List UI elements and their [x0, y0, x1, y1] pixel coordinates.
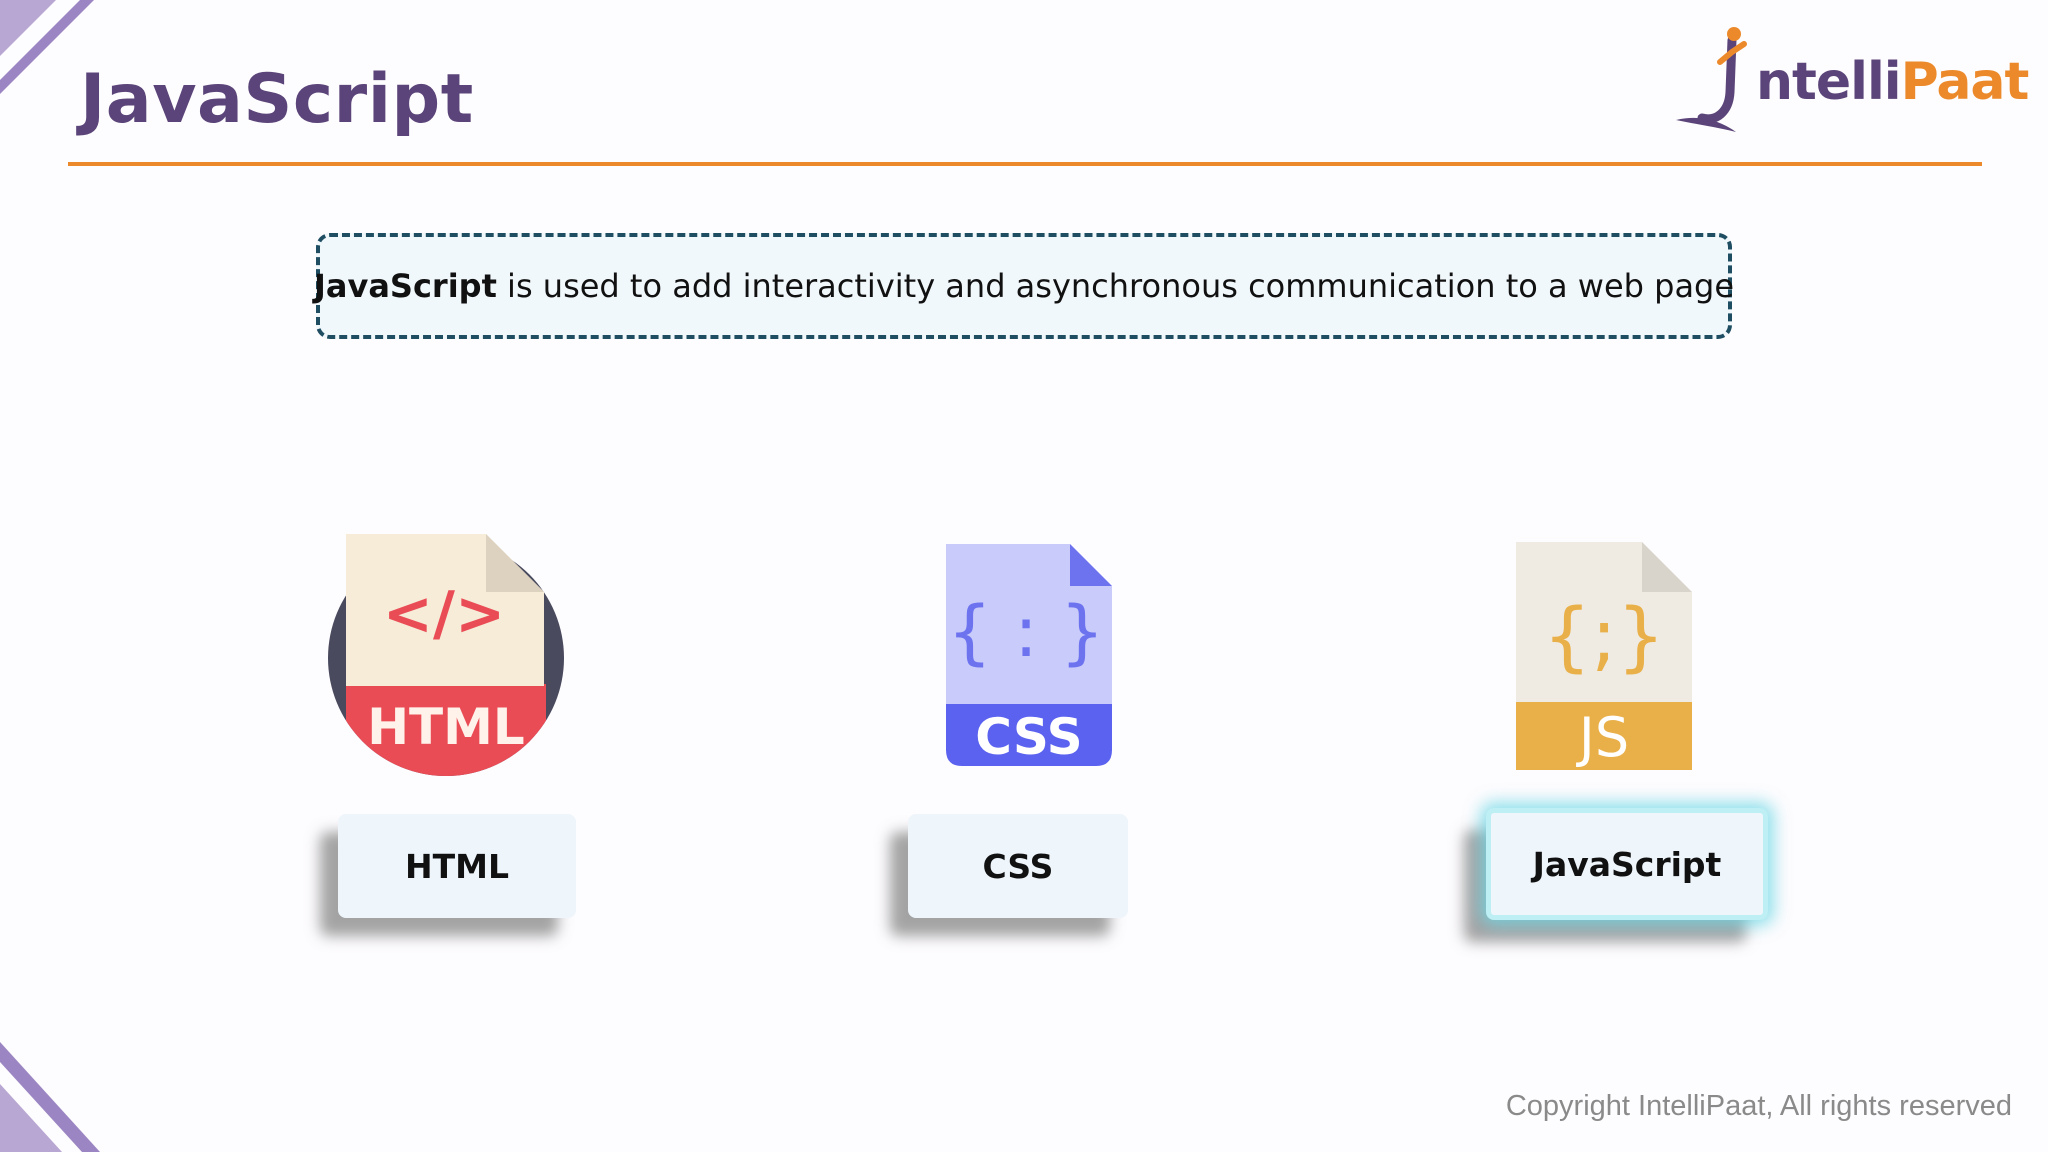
html-label-card: HTML	[338, 814, 576, 918]
css-file-icon: { : } CSS	[946, 544, 1112, 766]
css-label: CSS	[982, 846, 1054, 886]
js-icon-code: {;}	[1543, 591, 1665, 680]
js-file-icon: {;} JS	[1516, 542, 1692, 770]
intellipaat-logo: ntelliPaat	[1672, 22, 2029, 138]
logo-text-part1: ntelli	[1756, 52, 1902, 112]
logo-text-part2: Paat	[1900, 52, 2030, 112]
callout-text: is used to add interactivity and asynchr…	[496, 267, 1735, 305]
javascript-label-card: JavaScript	[1486, 808, 1768, 920]
css-icon-text: CSS	[975, 708, 1082, 766]
javascript-label: JavaScript	[1532, 844, 1722, 884]
corner-decoration-top	[0, 0, 94, 94]
css-icon-code: { : }	[947, 591, 1104, 673]
logo-text: ntelliPaat	[1756, 52, 2030, 112]
copyright-notice: Copyright IntelliPaat, All rights reserv…	[1505, 1090, 2012, 1122]
html-icon-text: HTML	[367, 698, 525, 756]
callout-bold-term: JavaScript	[313, 267, 497, 305]
css-label-card: CSS	[908, 814, 1128, 918]
js-icon-text: JS	[1576, 706, 1629, 769]
definition-callout: JavaScript is used to add interactivity …	[313, 233, 1735, 339]
page-title: JavaScript	[80, 60, 474, 139]
logo-figure-icon	[1676, 27, 1747, 132]
title-divider	[68, 162, 1982, 166]
html-icon-code: </>	[383, 579, 505, 649]
html-label: HTML	[405, 846, 509, 886]
html-file-icon: </> HTML	[328, 534, 564, 776]
corner-decoration-bottom	[0, 1042, 100, 1152]
